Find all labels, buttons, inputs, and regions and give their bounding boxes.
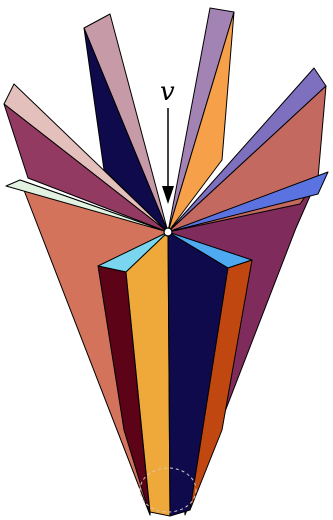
vertex-label: v: [160, 77, 175, 107]
vertex-point: [164, 228, 172, 236]
vertex-arrow-head: [162, 186, 174, 204]
